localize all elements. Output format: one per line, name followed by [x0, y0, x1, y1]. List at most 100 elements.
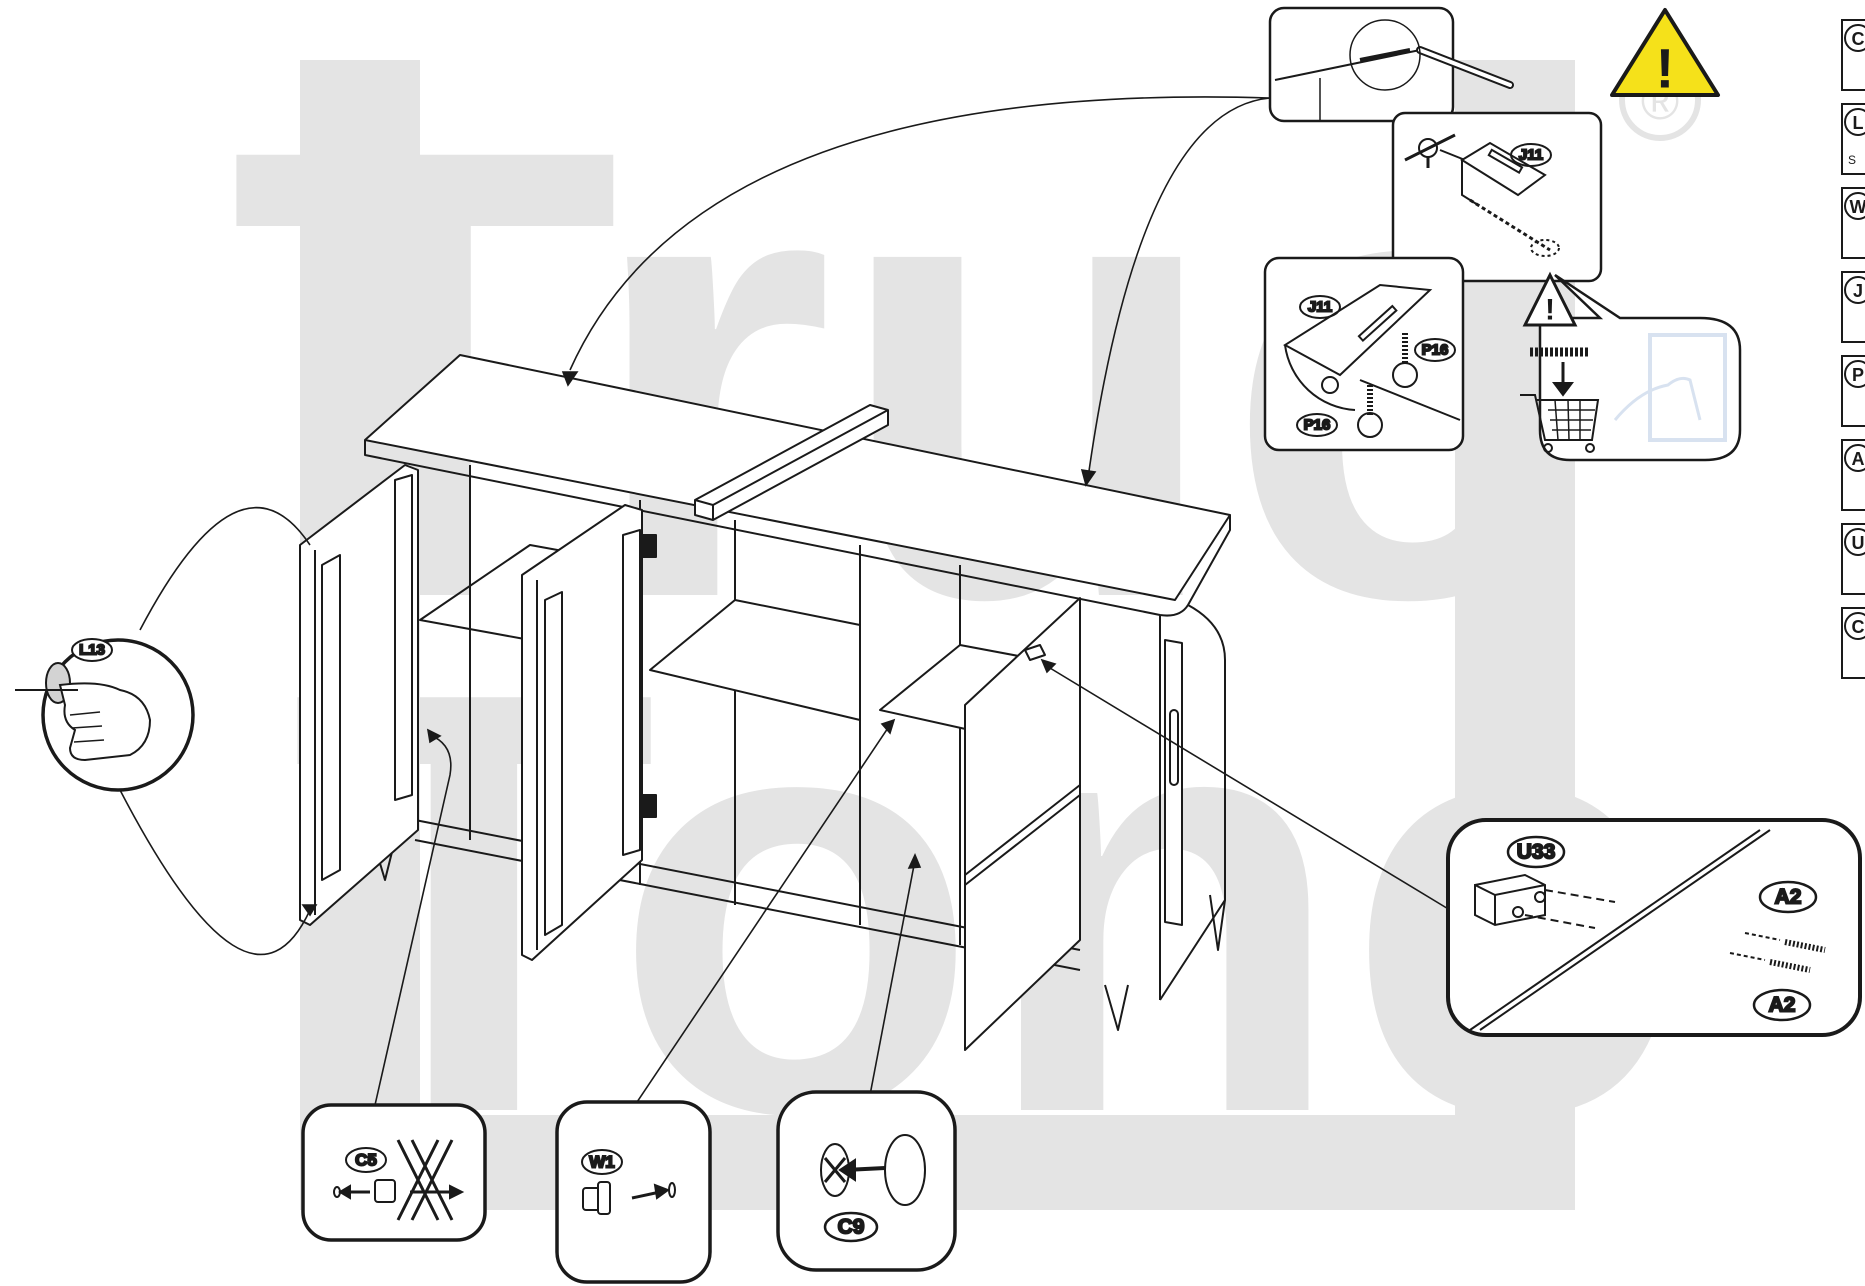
label-p16-right: P16: [1422, 342, 1449, 359]
arrow-w1: [634, 724, 891, 1106]
arrowhead-top-right: [1080, 469, 1097, 487]
c9-cam-cross: [823, 1157, 847, 1183]
detail-u33-edge-2: [1479, 829, 1771, 1031]
parts-list-letter: P: [1852, 365, 1864, 385]
parts-list-badge: [1844, 612, 1865, 640]
detail-u33-edge: [1469, 829, 1761, 1031]
hinge-top: [639, 534, 657, 558]
stopper-block: [1024, 644, 1046, 661]
arrow-into-bracket: [1439, 149, 1466, 161]
manual-hand-icon: [1613, 376, 1702, 421]
arrow-u33: [1044, 664, 1451, 911]
parts-list-cell: [1841, 355, 1865, 427]
a2-bottom-pill: [1752, 988, 1812, 1022]
dowel-dotted: [1530, 239, 1560, 257]
parts-list-badge: [1844, 192, 1865, 220]
parts-list-cell: [1841, 271, 1865, 343]
carcass-right-curve: [1159, 604, 1226, 1001]
arrow-l13-lower: [119, 789, 311, 956]
bracket-j11-shape: [1460, 141, 1547, 197]
arrow-to-top-left: [569, 96, 1271, 371]
arrow-l13-upper: [139, 506, 311, 631]
w1-dot: [668, 1182, 676, 1198]
detail-j11-screw-frame: [1391, 111, 1603, 283]
parts-list-cell: [1841, 439, 1865, 511]
label-p16-right-pill: [1414, 338, 1456, 362]
label-l13: L13: [79, 642, 105, 659]
detail-j11-installed: J11 P16 P16: [1263, 256, 1465, 452]
pointer-lines: [119, 96, 1451, 1106]
door-centre-strip: [622, 529, 641, 856]
door-centre-outer: [521, 504, 643, 961]
arrowhead-u33: [1040, 658, 1057, 674]
installed-slot: [1357, 304, 1398, 343]
w1-pin-cap: [597, 1181, 611, 1215]
u33-dash-1: [1544, 889, 1616, 903]
arrowhead-c9: [907, 853, 922, 869]
installed-edge: [1359, 379, 1461, 421]
hinge-bottom: [639, 794, 657, 818]
sideboard: [299, 354, 1231, 1051]
label-p16-bottom: P16: [1304, 417, 1331, 434]
installed-bracket-arc: [1284, 344, 1356, 411]
arrowhead-top-left: [561, 371, 579, 387]
parts-list-letter: W: [1850, 197, 1865, 217]
a2-screw-1: [1784, 939, 1826, 953]
shelf-middle: [649, 599, 861, 721]
door-left-outer: [299, 464, 419, 926]
parts-list-cell: [1841, 523, 1865, 595]
parts-list-letter: C: [1852, 29, 1865, 49]
arrowhead-l13: [301, 904, 318, 917]
arrow-c9: [869, 859, 916, 1096]
label-p16-bottom-pill: [1296, 413, 1338, 437]
detail-c5-frame: [301, 1103, 487, 1242]
detail-bracket-rod-inner: [1418, 48, 1512, 87]
w1-arrowhead: [653, 1183, 671, 1200]
u33-block: [1474, 873, 1546, 927]
parts-list-cell: [1841, 607, 1865, 679]
detail-bracket-edge: [1274, 49, 1421, 81]
parts-list-badge: [1844, 444, 1865, 472]
c5-x-cross: [396, 1139, 454, 1221]
warning-sign: !: [1610, 8, 1720, 100]
parts-list-letter: C: [1852, 617, 1865, 637]
w1-label-pill: [581, 1149, 623, 1175]
parts-list-cell: [1841, 19, 1865, 91]
detail-u33: U33 A2 A2: [1446, 818, 1862, 1037]
detail-c9: C9: [776, 1090, 957, 1272]
warning-exclamation: !: [1656, 37, 1675, 100]
parts-list-badge: [1844, 108, 1865, 136]
u33-hole-2: [1534, 891, 1546, 903]
washer-line: [1404, 133, 1456, 162]
c5-arrowhead-left: [338, 1184, 351, 1200]
a2-dash-1: [1744, 932, 1781, 941]
detail-bracket-top-frame: [1268, 6, 1455, 123]
door-right-split-2: [964, 794, 1081, 886]
a2-dash-2: [1729, 952, 1766, 961]
parts-list-letter: J: [1853, 281, 1863, 301]
warning-triangle-icon: [1610, 8, 1720, 97]
door-right-outer: [964, 597, 1081, 1051]
detail-cart: !: [1520, 271, 1742, 462]
label-a2-top: A2: [1775, 886, 1802, 909]
cart-arrowhead: [1552, 382, 1574, 397]
parts-list-badge: [1844, 276, 1865, 304]
c9-arrowhead: [838, 1158, 856, 1182]
hand-fingers: [69, 711, 105, 743]
label-c5: C5: [355, 1151, 377, 1170]
label-w1: W1: [589, 1153, 615, 1172]
u33-dash-2: [1524, 914, 1596, 929]
parts-list-letter: A: [1852, 449, 1865, 469]
detail-bracket-plate: [1359, 48, 1411, 62]
parts-list-letter: U: [1852, 533, 1865, 553]
right-side-handle-slot: [1169, 709, 1179, 786]
parts-list-cell: [1841, 103, 1865, 175]
label-a2-bottom: A2: [1769, 994, 1796, 1017]
parts-list-letter: L: [1853, 113, 1864, 133]
detail-bracket-top: [1268, 6, 1514, 123]
a2-screw-2: [1769, 959, 1811, 973]
door-centre-handle: [544, 591, 563, 936]
parts-list-cell: [1841, 187, 1865, 259]
